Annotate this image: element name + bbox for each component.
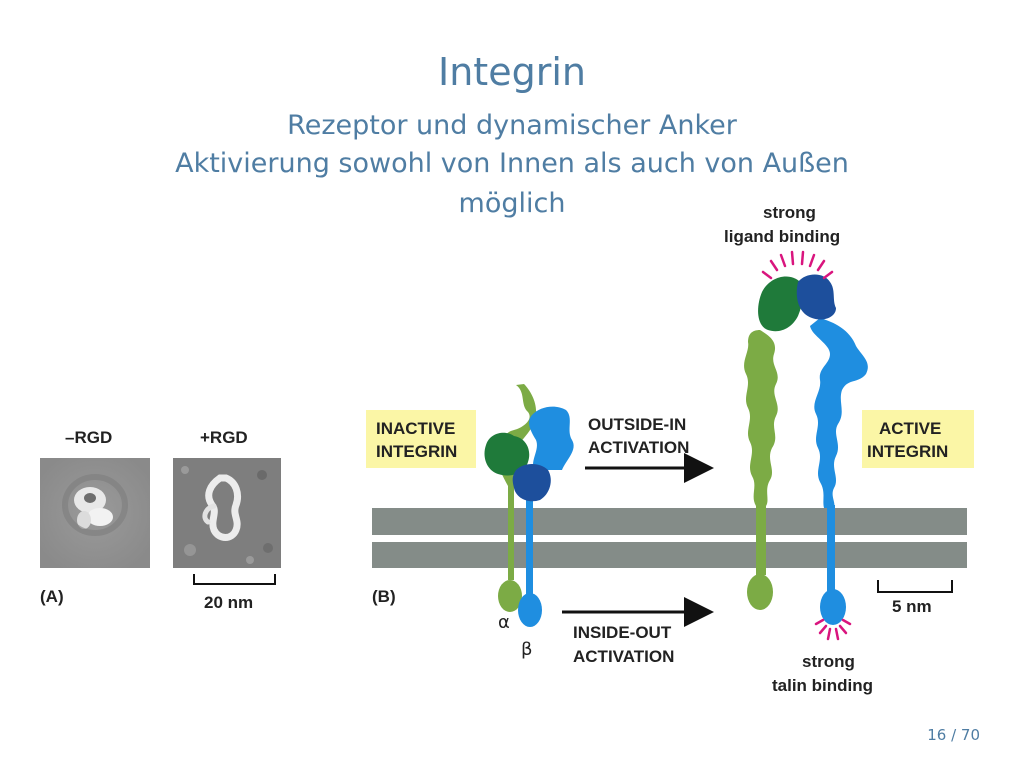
alpha-label: α [498,612,510,633]
strong-talin-line1: strong [802,652,855,671]
minus-rgd-label: –RGD [65,428,112,447]
inactive-label-line2: INTEGRIN [376,442,457,461]
strong-talin-line2: talin binding [772,676,873,695]
inactive-integrin-box [366,410,476,468]
scale-bar-20nm [193,574,276,585]
beta-head-active [796,274,836,320]
alpha-subunit-inactive [497,384,537,580]
beta-tail-inactive [518,593,542,627]
beta-tail-active [820,589,846,625]
alpha-subunit-active [744,330,778,575]
strong-ligand-line2: ligand binding [724,227,840,246]
outside-in-line2: ACTIVATION [588,438,689,457]
beta-label: β [521,639,533,660]
slide-subtitle-line3: möglich [458,188,566,219]
beta-stalk-inactive [526,495,533,595]
scale-bar-5nm [877,580,953,593]
plus-rgd-label: +RGD [200,428,248,447]
page-number: 16 / 70 [927,726,980,744]
active-integrin-box [862,410,974,468]
talin-binding-spikes [814,618,852,641]
beta-stalk-active [827,505,835,591]
strong-ligand-line1: strong [763,203,816,222]
panel-a-label: (A) [40,587,64,606]
inactive-label-line1: INACTIVE [376,419,455,438]
alpha-head-active [758,276,804,332]
membrane-outer-leaflet [372,508,967,535]
slide-subtitle-line2: Aktivierung sowohl von Innen als auch vo… [175,148,849,179]
inside-out-line1: INSIDE-OUT [573,623,672,642]
beta-upper-inactive [529,406,574,470]
panel-b: INACTIVE INTEGRIN ACTIVE INTEGRIN OUTSID… [366,203,974,695]
active-label-line2: INTEGRIN [867,442,948,461]
em-image-minus-rgd [40,458,150,568]
inactive-integrin [484,384,574,627]
panel-a: –RGD +RGD (A) 20 nm [40,428,281,612]
slide-subtitle-line1: Rezeptor und dynamischer Anker [287,110,737,141]
beta-subunit-active [810,318,868,508]
panel-b-label: (B) [372,587,396,606]
alpha-head-inactive [484,432,530,476]
active-integrin [744,274,868,625]
scale-bar-5nm-label: 5 nm [892,597,932,616]
membrane-inner-leaflet [372,542,967,568]
alpha-tail-active [747,574,773,610]
outside-in-line1: OUTSIDE-IN [588,415,686,434]
em-image-plus-rgd [173,458,281,568]
scale-bar-20nm-label: 20 nm [204,593,253,612]
slide-title: Integrin [438,50,586,94]
inside-out-line2: ACTIVATION [573,647,674,666]
ligand-binding-spikes [761,250,834,280]
active-label-line1: ACTIVE [879,419,941,438]
alpha-tail-inactive [498,580,522,612]
beta-head-inactive [512,464,551,502]
